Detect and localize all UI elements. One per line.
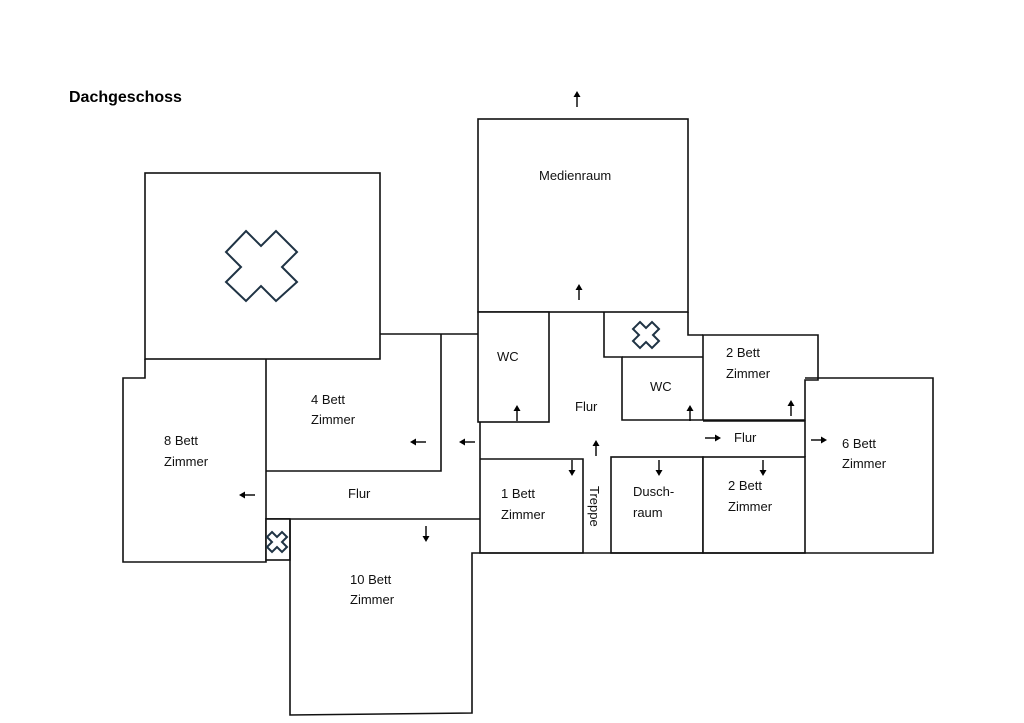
label-medienraum: Medienraum xyxy=(539,168,611,183)
floor-title: Dachgeschoss xyxy=(69,89,182,106)
arrow-up-icon xyxy=(575,284,583,300)
arrow-up-icon xyxy=(573,91,581,107)
arrow-right-icon xyxy=(811,436,827,444)
label-bett1-line1: 1 Bett xyxy=(501,486,535,501)
room-bett2-bottom xyxy=(702,456,806,554)
arrow-up-icon xyxy=(592,440,600,456)
label-wc-left: WC xyxy=(497,349,519,364)
label-bett10-line2: Zimmer xyxy=(350,592,395,607)
arrow-down-icon xyxy=(655,460,663,476)
arrow-up-icon xyxy=(513,405,521,421)
label-bett4-line1: 4 Bett xyxy=(311,392,345,407)
label-bett2-top-line1: 2 Bett xyxy=(726,345,760,360)
label-bett1-line2: Zimmer xyxy=(501,507,546,522)
room-medienraum xyxy=(477,118,689,313)
label-bett10-line1: 10 Bett xyxy=(350,572,392,587)
label-bett6-line2: Zimmer xyxy=(842,456,887,471)
label-bett4-line2: Zimmer xyxy=(311,412,356,427)
room-bett1 xyxy=(479,458,584,554)
wall-flur-right xyxy=(703,420,806,457)
label-bett2-top-line2: Zimmer xyxy=(726,366,771,381)
arrow-down-icon xyxy=(422,526,430,542)
label-bett8-line2: Zimmer xyxy=(164,454,209,469)
arrow-left-icon xyxy=(410,438,426,446)
label-flur-right: Flur xyxy=(734,430,757,445)
label-flur-left: Flur xyxy=(348,486,371,501)
cross-icon xyxy=(265,530,289,554)
arrow-down-icon xyxy=(568,460,576,476)
cross-icon xyxy=(224,229,299,303)
arrow-up-icon xyxy=(787,400,795,416)
arrow-left-icon xyxy=(459,438,475,446)
direction-arrows xyxy=(239,91,827,542)
label-wc-right: WC xyxy=(650,379,672,394)
label-bett8-line1: 8 Bett xyxy=(164,433,198,448)
room-wc-left xyxy=(477,311,550,423)
wall-bett10 xyxy=(289,519,480,716)
cross-icon xyxy=(631,320,661,350)
label-bett2-bottom-line2: Zimmer xyxy=(728,499,773,514)
label-bett2-bottom-line1: 2 Bett xyxy=(728,478,762,493)
arrow-down-icon xyxy=(759,460,767,476)
room-bett6 xyxy=(805,377,934,554)
label-duschraum-line1: Dusch- xyxy=(633,484,674,499)
wall-bett4 xyxy=(266,334,442,472)
wall-medien-corner xyxy=(687,312,703,336)
arrow-right-icon xyxy=(705,434,721,442)
arrow-up-icon xyxy=(686,405,694,421)
label-bett6-line1: 6 Bett xyxy=(842,436,876,451)
arrow-left-icon xyxy=(239,491,255,499)
label-treppe: Treppe xyxy=(587,486,602,527)
label-flur-center: Flur xyxy=(575,399,598,414)
label-duschraum-line2: raum xyxy=(633,505,663,520)
